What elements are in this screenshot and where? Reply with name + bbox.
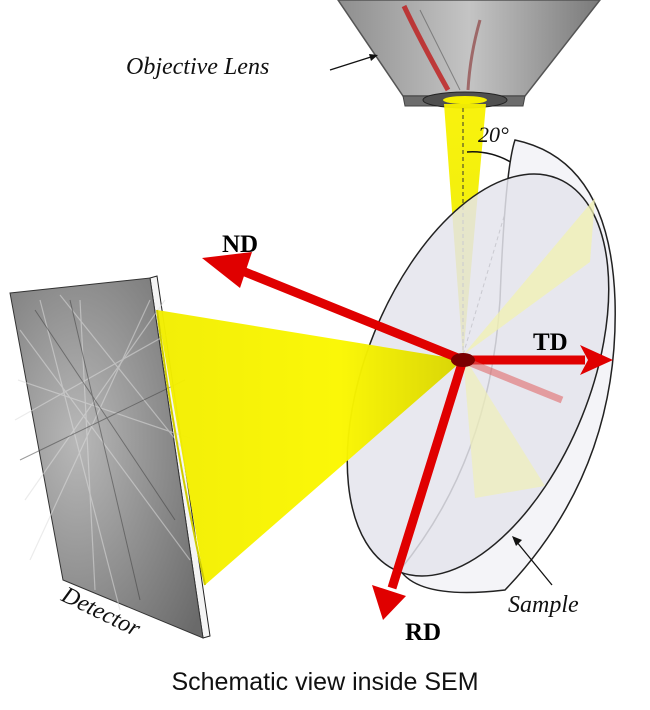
- beam-spot: [451, 353, 475, 367]
- sample-pointer-head: [512, 536, 522, 546]
- sample-label: Sample: [508, 592, 579, 618]
- rd-label: RD: [405, 619, 441, 646]
- td-axis: [461, 345, 613, 404]
- diffraction-cone: [157, 310, 463, 585]
- nd-label: ND: [222, 231, 258, 258]
- rd-axis: [372, 358, 468, 620]
- objective-lens-pointer: [329, 55, 375, 71]
- nd-axis: [202, 252, 468, 365]
- objective-lens-pointer-head: [369, 54, 378, 61]
- objective-lens: [337, 0, 601, 109]
- objective-lens-label: Objective Lens: [126, 54, 269, 80]
- figure-caption: Schematic view inside SEM: [171, 668, 479, 696]
- td-label: TD: [533, 329, 568, 356]
- sample-disk: [346, 139, 616, 594]
- sample-pointer: [515, 540, 553, 586]
- angle-label: 20°: [478, 122, 509, 147]
- diffraction-cone-edge: [156, 309, 206, 586]
